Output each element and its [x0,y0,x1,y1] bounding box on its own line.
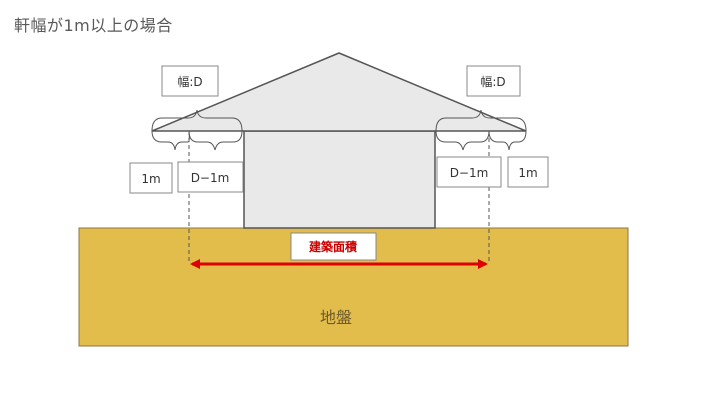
brace-d-left [188,130,243,151]
width-label-left: 幅:D [177,74,202,89]
ground-block [78,227,629,347]
brace-top-right [435,109,527,132]
d-minus-label-right: D−1m [450,166,489,180]
ground-label: 地盤 [320,308,352,327]
width-label-left-box [161,65,219,97]
building-wall [243,130,436,229]
roof [151,52,527,132]
width-label-right: 幅:D [480,74,505,89]
one-m-label-right: 1m [518,166,537,180]
brace-1m-left [151,130,190,151]
d-minus-label-left: D−1m [191,171,230,185]
brace-d-right [435,130,490,151]
d-minus-label-right-box [436,156,502,188]
one-m-label-left: 1m [141,172,160,186]
one-m-label-left-box [129,162,173,194]
width-label-right-box [466,65,521,97]
building-area-label: 建築面積 [308,239,358,254]
brace-1m-right [488,130,527,151]
d-minus-label-left-box [177,161,244,193]
building-area-label-box [290,232,377,261]
page-title: 軒幅が1m以上の場合 [14,16,173,35]
brace-top-left [151,109,243,132]
one-m-label-right-box [507,156,549,188]
